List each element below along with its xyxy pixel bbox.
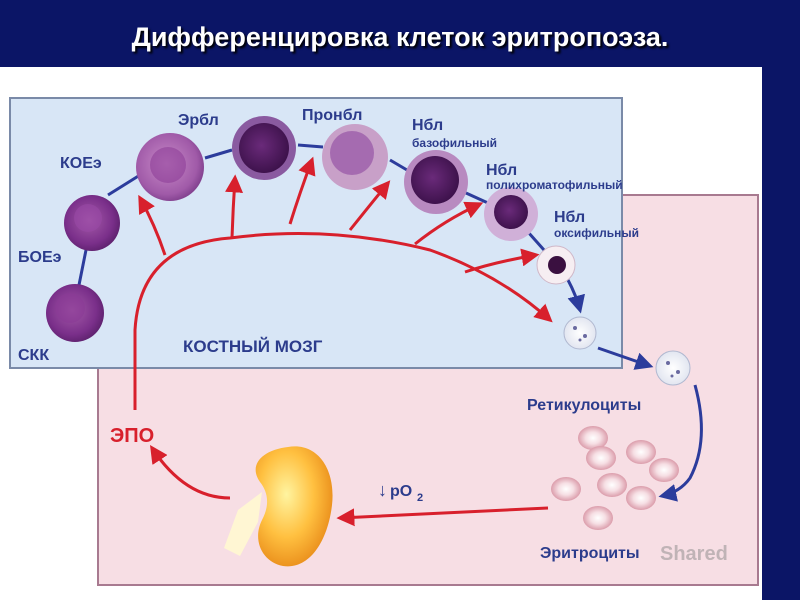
label-koe: КОЕэ xyxy=(60,155,102,172)
cell-nbl-polychromatophilic xyxy=(484,187,538,241)
lineage-connectors xyxy=(76,143,546,291)
slide-title: Дифференцировка клеток эритропоэза. xyxy=(131,22,669,52)
cell-erbl xyxy=(232,116,296,180)
cell-koe xyxy=(136,133,204,201)
label-erbl: Эрбл xyxy=(178,112,219,129)
cell-boe xyxy=(64,195,120,251)
cell-nbl-basophilic xyxy=(404,150,468,214)
label-skk: СКК xyxy=(18,347,49,364)
erythrocyte-cluster xyxy=(551,426,679,530)
label-pronbl: Пронбл xyxy=(302,107,362,124)
label-bone-marrow: КОСТНЫЙ МОЗГ xyxy=(183,337,323,356)
label-oxyphilic: оксифильный xyxy=(554,226,639,240)
label-polychromatophilic: полихроматофильный xyxy=(486,178,623,192)
watermark-text: Shared xyxy=(660,543,728,565)
label-po2: ↓ pO 2 xyxy=(378,480,423,504)
reticulocyte-cell-2 xyxy=(655,350,691,386)
po2-text: pO xyxy=(390,483,412,500)
cell-skk xyxy=(46,284,104,342)
cell-nbl-oxyphilic xyxy=(536,245,576,285)
label-basophilic: базофильный xyxy=(412,136,497,150)
arrow-to-reticulocyte2 xyxy=(597,346,654,370)
erythropoiesis-diagram: СКК БОЕэ КОЕэ Эрбл Пронбл Нбл базофильны… xyxy=(9,97,759,586)
label-erythrocytes: Эритроциты xyxy=(540,545,640,562)
label-boe: БОЕэ xyxy=(18,249,62,266)
arrow-to-reticulocyte xyxy=(566,279,585,314)
po2-down-arrow: ↓ xyxy=(378,480,387,500)
diagram-panel: СКК БОЕэ КОЕэ Эрбл Пронбл Нбл базофильны… xyxy=(0,67,762,600)
cell-pronbl xyxy=(322,124,388,190)
label-nbl-1: Нбл xyxy=(412,117,443,134)
label-nbl-2: Нбл xyxy=(486,162,517,179)
arrow-to-erythrocytes xyxy=(658,384,703,502)
po2-subscript: 2 xyxy=(417,492,423,504)
epo-arrows xyxy=(133,156,553,527)
label-nbl-3: Нбл xyxy=(554,209,585,226)
reticulocyte-cell xyxy=(563,316,597,350)
label-epo: ЭПО xyxy=(110,425,154,447)
kidney-icon xyxy=(224,446,333,567)
label-reticulocytes: Ретикулоциты xyxy=(527,397,641,414)
